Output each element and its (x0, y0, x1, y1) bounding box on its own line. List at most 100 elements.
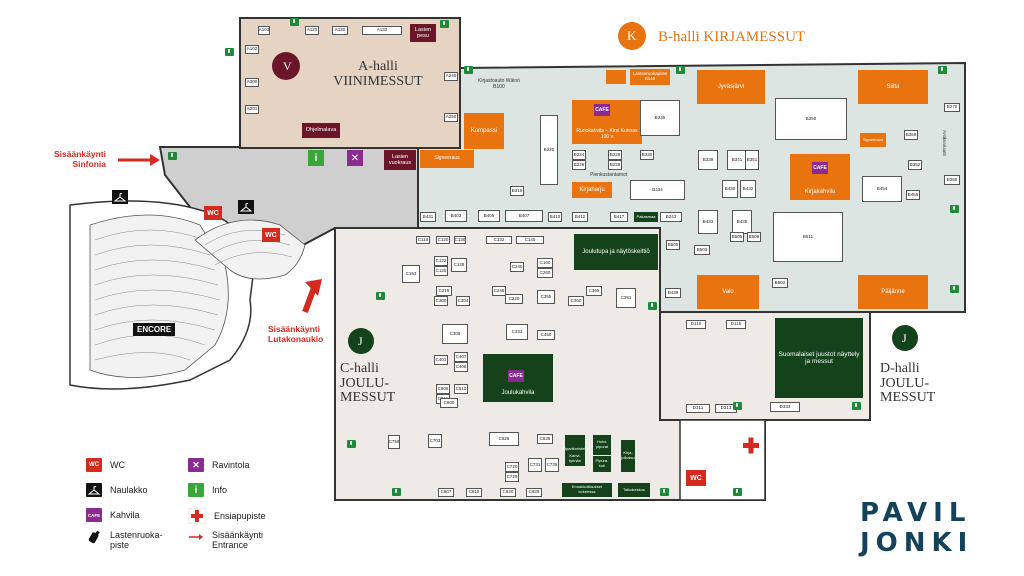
lastenruokapiste-b140[interactable]: Lastenruokapiste B140 (630, 69, 670, 85)
siilta[interactable]: Siilta (858, 70, 928, 104)
stand[interactable]: C635 (537, 434, 553, 444)
signeeraus-2[interactable]: Signeeraus (860, 133, 886, 147)
stand[interactable]: B434 (630, 180, 685, 200)
stand[interactable]: D333 (770, 402, 800, 412)
stand[interactable]: A240 (444, 72, 458, 81)
stand[interactable]: B228 (608, 150, 622, 160)
stand[interactable]: B503 (694, 245, 710, 255)
stand[interactable]: C625 (489, 432, 519, 446)
stand[interactable]: B229 (608, 160, 622, 170)
kirjakahvila[interactable]: Kirjakahvila (790, 154, 850, 200)
stand[interactable]: C245 (492, 286, 506, 296)
kirja-julkaisu[interactable]: Kirja-julkaisu (621, 440, 635, 472)
stand[interactable]: B220 (540, 115, 558, 185)
stand[interactable]: B352 (908, 160, 922, 170)
stand[interactable]: B341 (727, 150, 747, 170)
stand[interactable]: B433 (698, 210, 718, 234)
stand[interactable]: C300 (434, 296, 448, 306)
stand[interactable]: C160 (537, 258, 553, 268)
stand[interactable]: A201 (245, 105, 259, 114)
stand[interactable]: C355 (537, 290, 555, 304)
kahvi-tyrinan[interactable]: Kahvi-tyrinän (565, 452, 585, 466)
stand[interactable]: C815 (466, 488, 482, 497)
stand[interactable]: C128 (451, 258, 467, 272)
paijanne[interactable]: Päijänne (858, 275, 928, 309)
stand[interactable]: A120 (305, 26, 319, 35)
stand[interactable]: B226 (572, 160, 586, 170)
stand[interactable]: C510 (454, 384, 468, 394)
stand[interactable]: C260 (537, 268, 553, 278)
suomalaiset-juustot[interactable]: Suomalaiset juustot näyttely ja messut (775, 318, 863, 398)
pipura-koti[interactable]: Pipura-koti (593, 456, 611, 472)
stand[interactable]: C308 (442, 324, 468, 344)
ohjelmalava[interactable]: Ohjelmalava (302, 123, 340, 138)
stand[interactable]: B454 (862, 176, 902, 202)
stand[interactable]: C820 (500, 488, 516, 497)
pakkasmaa[interactable]: Pakasmaa (634, 212, 658, 222)
stand[interactable]: B430 (722, 180, 738, 198)
stand[interactable]: C130 (454, 236, 466, 244)
stand[interactable]: B339 (698, 150, 718, 170)
stand[interactable]: C407 (454, 352, 468, 362)
ennakkotilaukset[interactable]: Ennakkotilaukset kokeessa (562, 483, 612, 497)
stand[interactable]: B235 (640, 100, 680, 136)
stand[interactable]: B270 (944, 103, 960, 112)
lasien-pesu[interactable]: Lasien pesu (410, 24, 436, 42)
stand[interactable]: C807 (438, 488, 454, 497)
holvi-pipurat[interactable]: Holvi-pipurat (593, 435, 611, 455)
stand[interactable]: B330 (640, 150, 654, 160)
stand[interactable]: C600 (440, 398, 458, 408)
stand[interactable]: A300 (245, 78, 259, 87)
stand[interactable]: C505 (436, 384, 450, 394)
stand[interactable]: B435 (732, 210, 752, 234)
stand[interactable]: B310 (510, 186, 524, 196)
stand[interactable]: C450 (537, 330, 555, 340)
stand[interactable]: B351 (745, 150, 759, 170)
kirjastoauto[interactable]: Kirjastoauto Wäinö B100 (478, 78, 520, 90)
stand[interactable]: B407 (505, 210, 543, 222)
stand[interactable]: C759 (388, 435, 400, 449)
stand[interactable]: C122 (434, 256, 448, 266)
stand[interactable]: C406 (454, 362, 468, 372)
joulutupa[interactable]: Joulutupa ja näytöskeittiö (574, 234, 658, 270)
stand[interactable]: C132 (486, 236, 512, 244)
stand[interactable]: A102 (245, 45, 259, 54)
stand[interactable]: C120 (436, 236, 450, 244)
stand[interactable]: C828 (526, 488, 542, 497)
stand[interactable]: C391 (616, 288, 636, 308)
stand[interactable]: C360 (568, 296, 584, 306)
stand[interactable]: A132 (362, 26, 402, 35)
stand[interactable]: B403 (445, 210, 467, 222)
stand[interactable]: B405 (478, 210, 500, 222)
stand[interactable]: B511 (773, 212, 843, 262)
stand[interactable]: A250 (444, 113, 458, 122)
stand[interactable]: C333 (506, 324, 528, 340)
stand[interactable]: B500 (666, 240, 680, 250)
stand[interactable]: A130 (332, 26, 348, 35)
stand[interactable]: B455 (906, 190, 920, 200)
stand[interactable]: B250 (775, 98, 847, 140)
stand[interactable]: C731 (528, 458, 542, 472)
stand[interactable]: C110 (416, 236, 430, 244)
stand[interactable]: B439 (665, 288, 681, 298)
stand[interactable]: D110 (686, 320, 706, 329)
stand[interactable]: B412 (572, 212, 588, 222)
talkokeskus[interactable]: Talkokeskus (618, 483, 650, 497)
stand[interactable]: B432 (740, 180, 756, 198)
stand[interactable]: C703 (428, 434, 442, 448)
stand[interactable]: A103 (258, 26, 270, 35)
stand[interactable]: B509 (747, 232, 761, 242)
stand[interactable]: B417 (610, 212, 628, 222)
stand[interactable]: B243 (660, 212, 682, 222)
signeeraus[interactable]: Signeeraus (420, 150, 474, 168)
lasien-vuokraus[interactable]: Lasien vuokraus (384, 150, 416, 170)
valo[interactable]: Valo (697, 275, 759, 309)
stand[interactable]: B359 (904, 130, 918, 140)
stand[interactable]: B502 (772, 278, 788, 288)
stand[interactable]: C365 (586, 286, 602, 296)
stand[interactable]: C125 (434, 266, 448, 276)
stand[interactable]: B360 (944, 175, 960, 185)
stand[interactable]: C215 (436, 286, 452, 296)
stand[interactable]: C735 (545, 458, 559, 472)
stand[interactable]: B410 (548, 212, 562, 222)
